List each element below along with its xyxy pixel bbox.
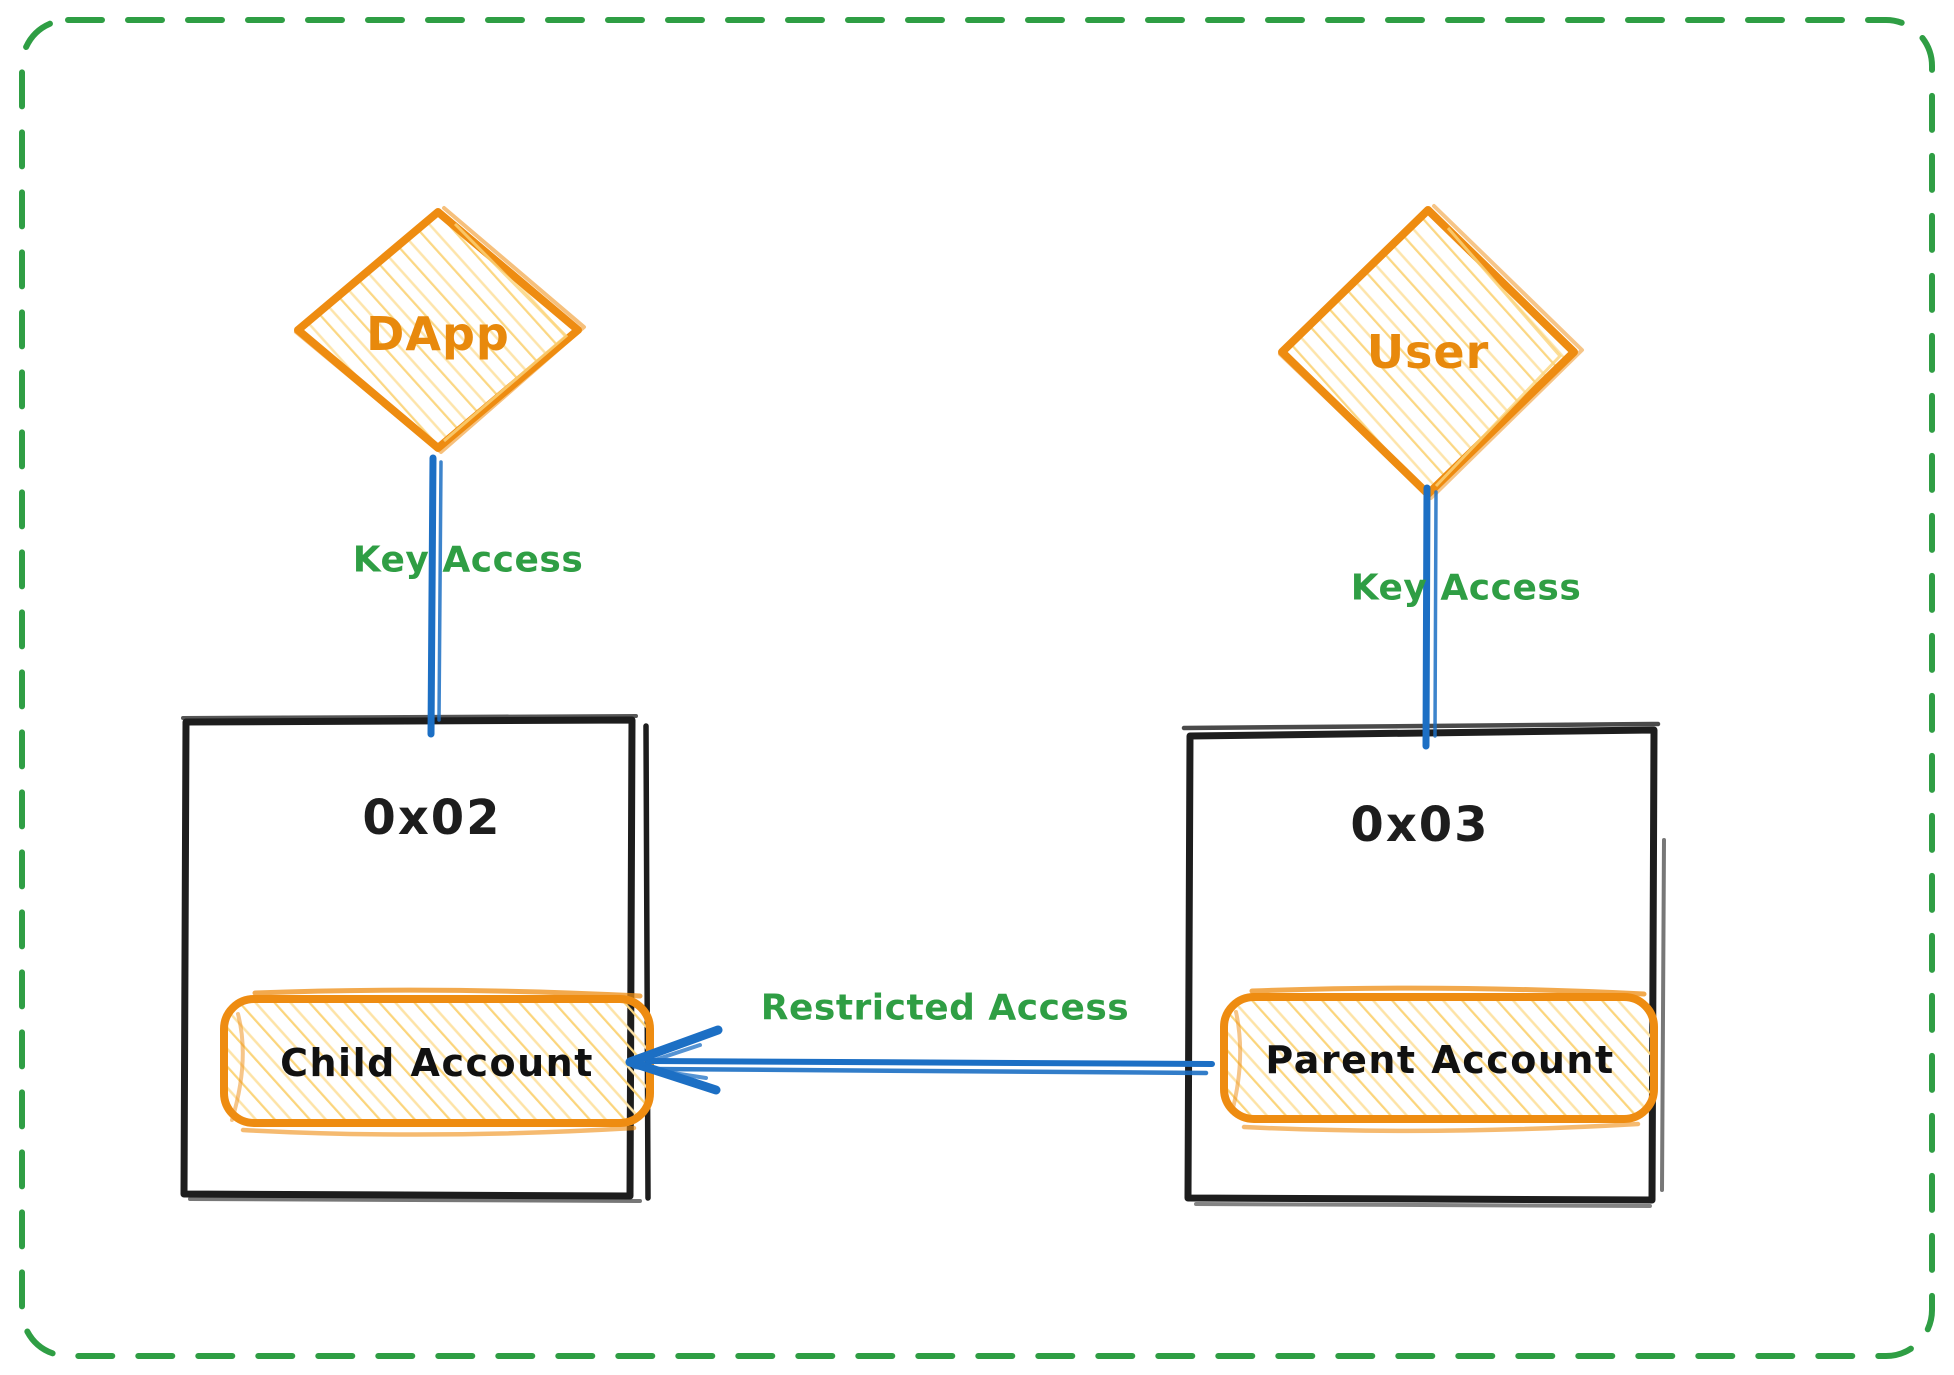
parent-account-capsule[interactable] (1220, 985, 1658, 1134)
user-diamond[interactable] (1278, 204, 1584, 500)
edge-user-key-access (1422, 484, 1438, 750)
child-account-capsule[interactable] (220, 987, 654, 1137)
outer-boundary (19, 17, 1935, 1359)
account-box-0x03[interactable] (1181, 721, 1666, 1208)
dapp-diamond[interactable] (294, 206, 586, 454)
account-box-0x02[interactable] (180, 714, 651, 1203)
edge-restricted-access (625, 1025, 1215, 1095)
edge-dapp-key-access (427, 454, 443, 738)
